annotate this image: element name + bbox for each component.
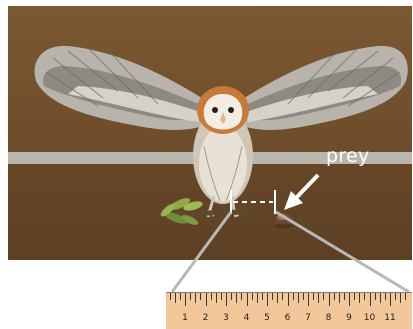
ruler-tick [277,293,279,303]
ruler-tick [256,293,258,303]
ruler-number: 11 [384,313,396,323]
ruler-tick [328,293,330,306]
ruler-tick [246,293,248,306]
projection-line-right [275,210,410,294]
ruler-number: 4 [243,313,250,323]
ruler-tick [226,293,227,306]
arrow-icon [284,173,320,210]
owl-body [193,108,253,204]
ruler-tick [169,293,171,300]
ruler-tick [354,293,356,300]
ruler-tick [185,293,186,306]
ruler-tick [379,293,381,303]
ruler-tick [390,293,391,306]
ruler-tick [292,293,294,300]
owl-right-wing [238,45,408,130]
ruler-tick [400,293,402,303]
ruler-tick [220,293,222,300]
ruler: 1 2 3 4 5 6 7 8 9 10 11 [166,292,412,329]
ruler-number: 6 [284,313,291,323]
ruler-number: 3 [223,313,229,323]
ruler-tick [190,293,192,300]
ruler-number: 7 [305,313,311,323]
ruler-tick [369,293,371,306]
ruler-tick [261,293,263,300]
ruler-number: 8 [325,313,332,323]
owl-head [197,86,249,134]
ruler-tick [297,293,299,303]
ruler-tick [343,293,345,300]
ruler-tick [195,293,197,303]
ruler-number: 10 [363,313,376,323]
ruler-number: 2 [202,313,209,323]
ruler-tick [241,293,243,300]
ruler-tick [179,293,181,300]
owl-photo [8,6,412,260]
ruler-tick [395,293,397,300]
ruler-tick [364,293,366,300]
ruler-tick [302,293,304,300]
ruler-tick [236,293,238,303]
prey-label: prey [326,145,370,167]
ruler-number: 9 [346,313,352,323]
ruler-tick [272,293,274,300]
ruler-tick [282,293,284,300]
ruler-tick [349,293,350,306]
ruler-tick [359,293,361,303]
dimension-line-icon [230,190,276,214]
ruler-tick [200,293,202,300]
projection-line-left [170,211,233,293]
ruler-tick [267,293,268,306]
ruler-tick [174,293,176,303]
ruler-tick [384,293,386,300]
ruler-tick [374,293,376,300]
ruler-number: 5 [264,313,270,323]
branch-illustration [160,198,251,225]
owl-scene [8,45,412,260]
ruler-tick [338,293,340,303]
ruler-tick [287,293,289,306]
ruler-number: 1 [182,313,188,323]
ruler-tick [323,293,325,300]
ruler-tick [333,293,335,300]
ruler-tick [405,293,407,300]
ruler-tick [231,293,233,300]
owl-left-wing [34,45,209,130]
ruler-tick [318,293,320,303]
ruler-tick [251,293,253,300]
ruler-tick [205,293,207,306]
ruler-tick [308,293,309,306]
ruler-tick [215,293,217,303]
ruler-tick [313,293,315,300]
ruler-tick [210,293,212,300]
